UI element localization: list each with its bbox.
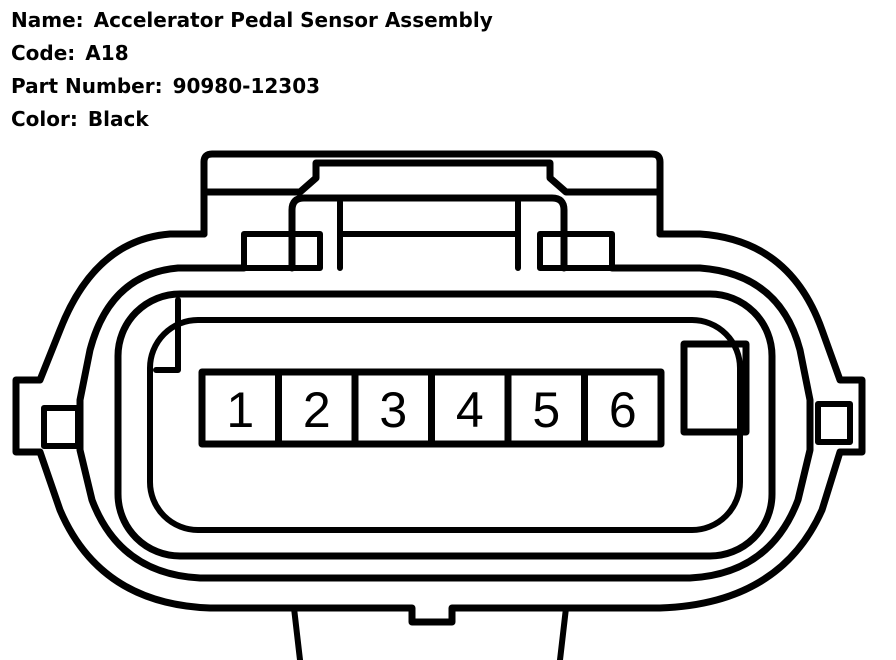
lock-bar — [288, 194, 568, 272]
keying-notch — [153, 297, 181, 373]
part-number-row: Part Number: 90980-12303 — [11, 70, 493, 103]
latch-outer — [200, 150, 664, 238]
pin-cavity-6 — [581, 368, 665, 448]
cavity-outer — [114, 290, 776, 560]
shell-inner — [76, 264, 814, 582]
pin-cavity-3 — [351, 368, 435, 448]
cavity-inner — [147, 317, 743, 533]
right-latch-block — [680, 340, 750, 436]
code-row: Code: A18 — [11, 37, 493, 70]
pin-number-2: 2 — [303, 382, 331, 438]
connector-info: Name: Accelerator Pedal Sensor Assembly C… — [11, 4, 493, 136]
housing-outer — [12, 230, 866, 626]
code-value: A18 — [85, 41, 129, 65]
pin-number-1: 1 — [226, 382, 254, 438]
pin-number-5: 5 — [532, 382, 560, 438]
bottom-foot — [291, 605, 569, 660]
part-number-label: Part Number: — [11, 74, 163, 98]
name-row: Name: Accelerator Pedal Sensor Assembly — [11, 4, 493, 37]
pin-number-3: 3 — [379, 382, 407, 438]
latch-inner — [200, 159, 664, 196]
color-value: Black — [87, 107, 149, 131]
left-fin — [241, 231, 323, 271]
code-label: Code: — [11, 41, 76, 65]
pin-number-4: 4 — [456, 382, 484, 438]
right-fin — [537, 231, 615, 271]
part-number-value: 90980-12303 — [172, 74, 321, 98]
color-row: Color: Black — [11, 103, 493, 136]
name-value: Accelerator Pedal Sensor Assembly — [93, 8, 493, 32]
color-label: Color: — [11, 107, 78, 131]
pin-cavity-1 — [198, 368, 282, 448]
name-label: Name: — [11, 8, 84, 32]
right-tab — [815, 401, 853, 445]
pin-number-6: 6 — [609, 382, 637, 438]
lock-bar-inner — [337, 199, 521, 271]
left-tab — [41, 405, 81, 449]
